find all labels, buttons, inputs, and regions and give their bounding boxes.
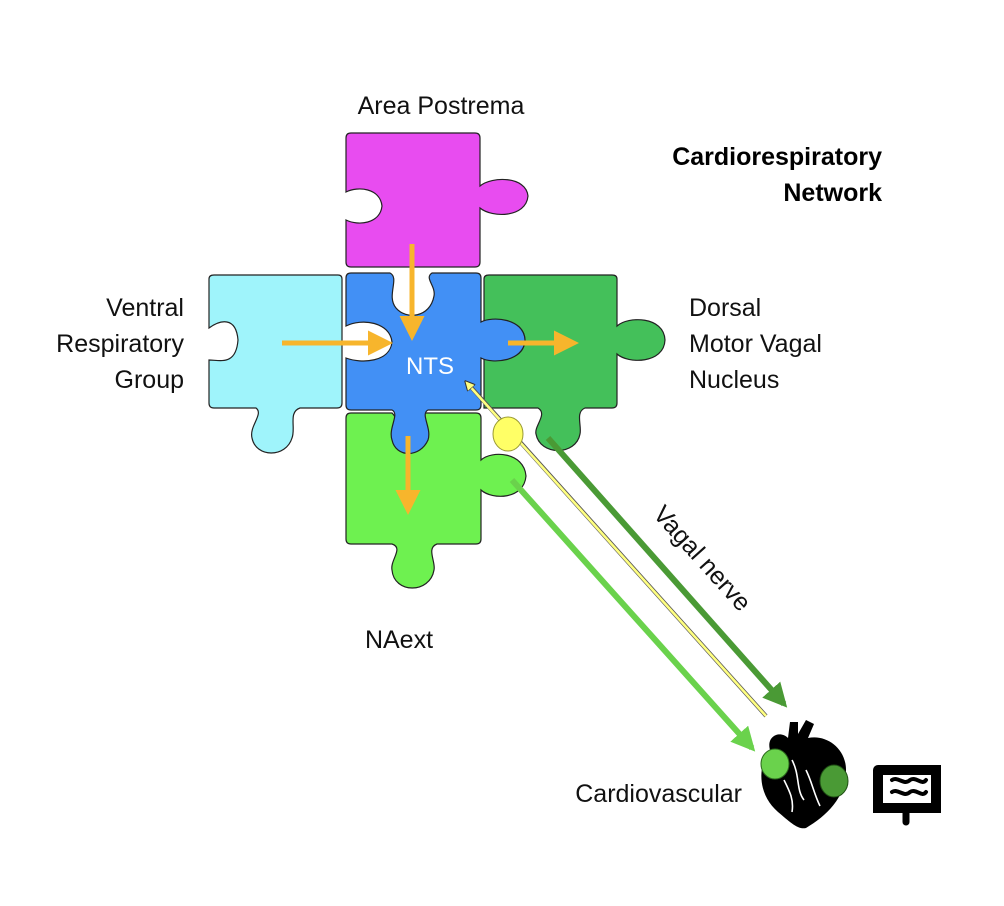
naext-label: NAext — [365, 626, 433, 654]
heart-icon — [760, 720, 849, 829]
vrg-label-line2: Respiratory — [56, 330, 184, 358]
afferent-ganglion — [492, 416, 524, 452]
dmv-label-line2: Motor Vagal — [689, 330, 822, 358]
intestine-icon — [873, 765, 941, 826]
vrg-label-line1: Ventral — [106, 294, 184, 322]
dmv-efferent-fiber — [545, 436, 788, 708]
heart-ganglion-light — [760, 748, 790, 780]
title-line1: Cardiorespiratory — [672, 143, 882, 171]
dmv-label-line1: Dorsal — [689, 294, 761, 322]
heart-ganglion-dark — [819, 764, 849, 798]
cardiovascular-label: Cardiovascular — [575, 780, 742, 808]
dmv-label-line3: Nucleus — [689, 366, 779, 394]
vrg-puzzle-piece — [208, 274, 343, 454]
title-line2: Network — [783, 179, 882, 207]
area-postrema-puzzle-piece — [345, 132, 529, 268]
naext-efferent-fiber — [509, 477, 756, 752]
vrg-label-line3: Group — [115, 366, 184, 394]
area-postrema-label: Area Postrema — [358, 92, 525, 120]
nts-label: NTS — [406, 353, 454, 380]
